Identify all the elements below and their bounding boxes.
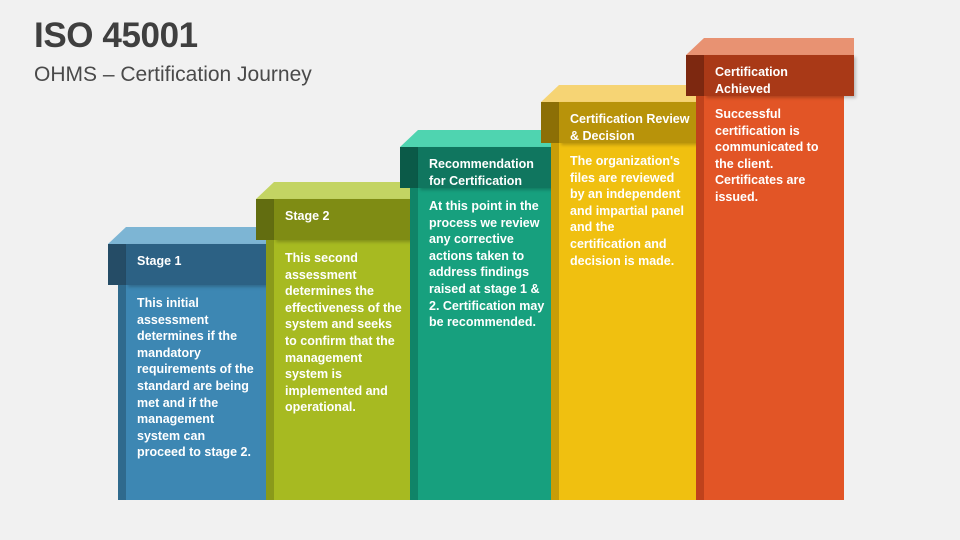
title-block: ISO 45001 OHMS – Certification Journey xyxy=(34,14,312,90)
journey-step-label: Recommendation for Certification xyxy=(429,157,534,188)
journey-step-header-side-face xyxy=(541,102,559,143)
journey-step-description: Successful certification is communicated… xyxy=(715,107,819,204)
journey-step-side-face xyxy=(551,143,559,500)
journey-step-header[interactable]: Stage 2 xyxy=(256,182,424,240)
journey-step-description: This second assessment determines the ef… xyxy=(285,251,402,415)
journey-step-header-side-face xyxy=(686,55,704,96)
journey-step-body: This second assessment determines the ef… xyxy=(274,240,414,500)
journey-step-body: Successful certification is communicated… xyxy=(704,96,844,500)
journey-step-foot xyxy=(410,490,418,500)
journey-step-label: Stage 1 xyxy=(137,254,182,268)
journey-step-body: At this point in the process we review a… xyxy=(418,188,558,500)
journey-step-recommendation-for-certification[interactable]: At this point in the process we review a… xyxy=(400,130,572,500)
journey-step-header-front-face: Certification Achieved xyxy=(704,55,854,96)
journey-step-description: The organization's files are reviewed by… xyxy=(570,154,684,268)
page-subtitle: OHMS – Certification Journey xyxy=(34,63,312,86)
journey-step-label: Stage 2 xyxy=(285,209,330,223)
page-title: ISO 45001 xyxy=(34,16,198,55)
journey-step-label: Certification Achieved xyxy=(715,65,788,96)
journey-step-foot xyxy=(118,490,126,500)
journey-step-header-top-wedge xyxy=(686,38,704,55)
journey-step-header-top-wedge xyxy=(541,85,559,102)
journey-step-side-face xyxy=(410,188,418,500)
journey-step-label: Certification Review & Decision xyxy=(570,112,690,143)
journey-step-header-top-face xyxy=(559,85,709,102)
journey-step-header-side-face xyxy=(108,244,126,285)
journey-step-side-face xyxy=(696,96,704,500)
journey-step-foot xyxy=(266,490,274,500)
journey-step-header[interactable]: Recommendation for Certification xyxy=(400,130,568,188)
journey-step-header-top-face xyxy=(704,38,854,55)
journey-step-header[interactable]: Certification Review & Decision xyxy=(541,85,709,143)
journey-step-header-top-face xyxy=(126,227,276,244)
journey-step-header-top-face xyxy=(274,182,424,199)
journey-step-body: The organization's files are reviewed by… xyxy=(559,143,699,500)
journey-step-header-top-wedge xyxy=(400,130,418,147)
journey-step-side-face xyxy=(266,240,274,500)
journey-step-body: This initial assessment determines if th… xyxy=(126,285,266,500)
journey-step-header[interactable]: Certification Achieved xyxy=(686,38,854,96)
journey-step-header-side-face xyxy=(400,147,418,188)
journey-step-header-top-face xyxy=(418,130,568,147)
journey-step-header-side-face xyxy=(256,199,274,240)
journey-step-side-face xyxy=(118,285,126,500)
journey-step-header-top-wedge xyxy=(256,182,274,199)
journey-step-description: This initial assessment determines if th… xyxy=(137,296,254,460)
journey-step-certification-achieved[interactable]: Successful certification is communicated… xyxy=(686,38,858,500)
journey-step-stage-1[interactable]: This initial assessment determines if th… xyxy=(108,227,280,500)
journey-step-header[interactable]: Stage 1 xyxy=(108,227,276,285)
journey-step-stage-2[interactable]: This second assessment determines the ef… xyxy=(256,182,428,500)
journey-step-foot xyxy=(551,490,559,500)
journey-step-certification-review-decision[interactable]: The organization's files are reviewed by… xyxy=(541,85,713,500)
journey-step-header-front-face: Certification Review & Decision xyxy=(559,102,709,143)
journey-step-foot xyxy=(696,490,704,500)
journey-step-header-front-face: Stage 1 xyxy=(126,244,276,285)
journey-step-description: At this point in the process we review a… xyxy=(429,199,545,330)
journey-step-header-front-face: Stage 2 xyxy=(274,199,424,240)
journey-step-header-front-face: Recommendation for Certification xyxy=(418,147,568,188)
journey-step-header-top-wedge xyxy=(108,227,126,244)
